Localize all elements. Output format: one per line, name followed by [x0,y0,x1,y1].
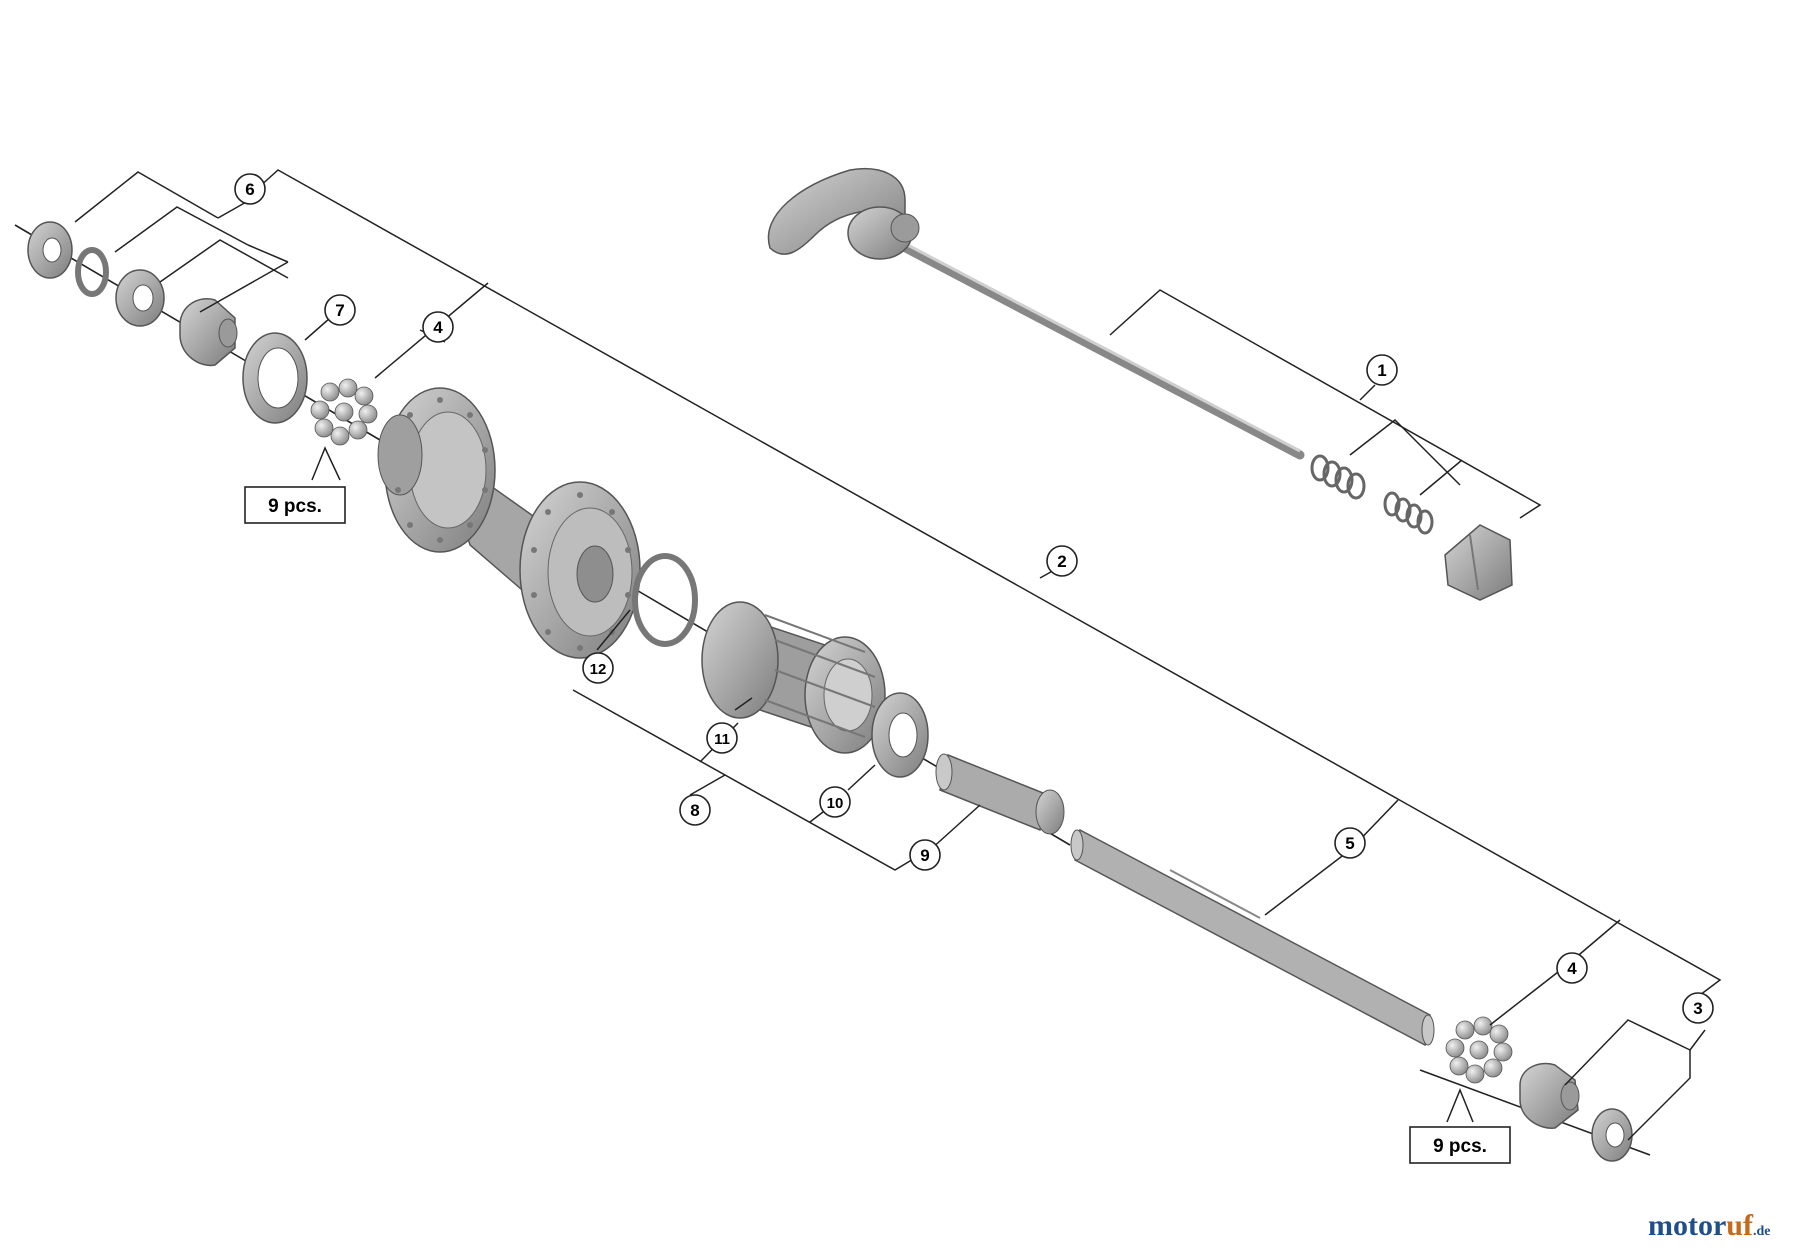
quantity-label-top: 9 pcs. [244,486,346,524]
watermark-logo: motoruf.de [1648,1209,1770,1242]
leader-lines [74,169,1722,1141]
svg-text:8: 8 [690,801,699,820]
svg-text:motoruf.de: motoruf.de [1648,1209,1770,1242]
washer-left [75,247,109,297]
spacer-ring [632,553,698,647]
svg-text:5: 5 [1345,834,1354,853]
svg-text:9 pcs.: 9 pcs. [268,496,322,517]
quantity-label-bottom: 9 pcs. [1409,1126,1511,1164]
callout-11: 11 [706,722,738,754]
hub-axle [1070,828,1435,1047]
callout-7: 7 [324,294,356,326]
quick-release-skewer [767,168,1305,460]
svg-text:9: 9 [920,846,929,865]
callout-10: 10 [819,786,851,818]
svg-text:3: 3 [1693,999,1702,1018]
callout-4-right: 4 [1556,952,1588,984]
skewer-spring-2 [1383,491,1434,535]
cone-right [1519,1062,1580,1129]
svg-text:11: 11 [714,731,730,748]
svg-text:2: 2 [1057,552,1066,571]
callout-12: 12 [582,652,614,684]
svg-text:6: 6 [245,180,254,199]
cone-left [179,298,238,367]
svg-text:4: 4 [433,318,443,337]
svg-text:9 pcs.: 9 pcs. [1433,1136,1487,1157]
freehub-washer [871,692,929,778]
callout-2: 2 [1046,545,1078,577]
callout-9: 9 [909,839,941,871]
svg-text:7: 7 [335,301,344,320]
skewer-nut [1444,524,1513,601]
freehub-body [701,601,886,754]
ball-bearings-left [310,378,378,446]
dust-cap-left [242,332,308,424]
callout-6: 6 [234,173,266,205]
locknut-right [1591,1108,1633,1162]
callouts: 1 2 3 4 4 5 6 7 8 9 10 11 12 [234,173,1714,1024]
callout-4-left: 4 [422,311,454,343]
callout-1: 1 [1366,354,1398,386]
skewer-spring-1 [1310,454,1366,500]
spacer-left [115,269,165,327]
callout-5: 5 [1334,827,1366,859]
callout-3: 3 [1682,992,1714,1024]
locknut-left [27,221,73,279]
fixing-bolt [935,753,1065,835]
svg-text:4: 4 [1567,959,1577,978]
callout-8: 8 [679,794,711,826]
svg-text:1: 1 [1377,361,1386,380]
ball-bearings-right [1445,1016,1513,1084]
hub-shell [377,387,641,659]
svg-text:10: 10 [827,795,844,812]
svg-text:12: 12 [590,661,607,678]
